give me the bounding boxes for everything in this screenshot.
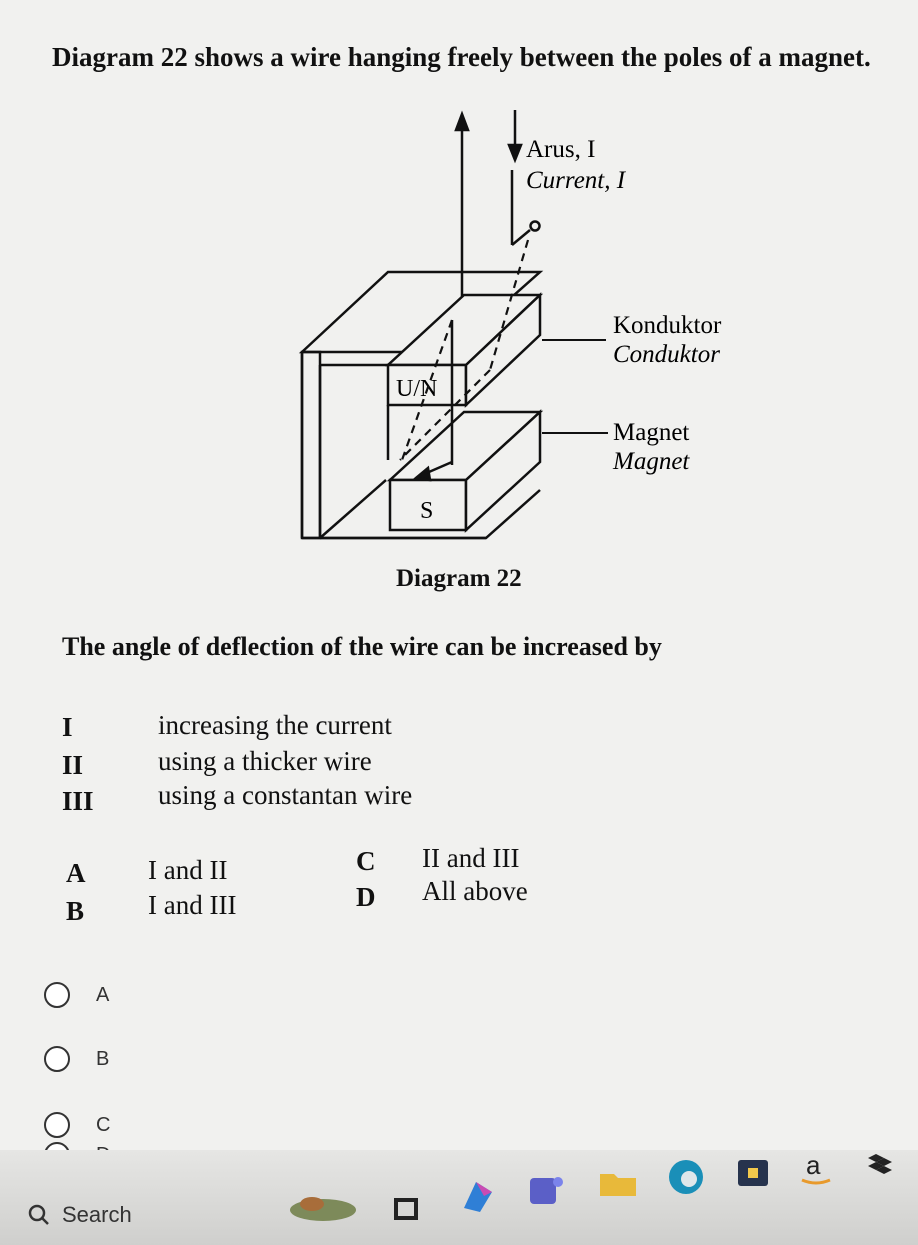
question-intro: Diagram 22 shows a wire hanging freely b… <box>52 42 871 72</box>
dropbox-icon[interactable] <box>860 1150 900 1186</box>
question-prompt: The angle of deflection of the wire can … <box>62 632 662 661</box>
radio-circle[interactable] <box>44 1046 70 1072</box>
answer-letter: B <box>66 896 85 926</box>
answer-letter: D <box>356 882 376 912</box>
answer-letter: A <box>66 858 86 888</box>
widgets-icon[interactable] <box>288 1192 358 1222</box>
option-label: B <box>96 1047 110 1070</box>
answer-text: I and II <box>148 855 228 885</box>
label-magnet-en: Magnet <box>612 448 690 475</box>
statement-text: using a constantan wire <box>158 780 413 810</box>
statement-text: using a thicker wire <box>158 746 372 776</box>
option-c-radio[interactable]: C <box>44 1112 110 1138</box>
radio-circle[interactable] <box>44 1112 70 1138</box>
statement-number: I <box>62 712 73 742</box>
magnet-wire-diagram: Arus, I Current, I U/N S <box>298 110 722 540</box>
label-konduktor: Konduktor <box>613 312 722 339</box>
south-pole-block <box>386 409 544 533</box>
teams-icon[interactable] <box>526 1172 566 1208</box>
label-arus: Arus, I <box>526 136 595 163</box>
search-icon <box>28 1204 49 1225</box>
statement-text: increasing the current <box>158 710 392 740</box>
option-b-radio[interactable]: B <box>44 1046 109 1072</box>
label-conduktor: Conduktor <box>613 341 720 368</box>
amazon-icon[interactable]: a <box>796 1150 836 1188</box>
search-label: Search <box>62 1202 132 1227</box>
north-pole-label: U/N <box>396 376 437 402</box>
wire <box>446 170 541 321</box>
folder-icon[interactable] <box>598 1166 638 1200</box>
answer-text: All above <box>422 876 528 906</box>
deflection-arrow <box>413 320 454 482</box>
copilot-icon[interactable] <box>458 1178 498 1214</box>
edge-icon[interactable] <box>665 1156 707 1196</box>
svg-text:a: a <box>806 1150 821 1180</box>
statement-number: II <box>62 750 84 780</box>
south-pole-label: S <box>420 498 433 524</box>
answer-text: I and III <box>148 890 237 920</box>
option-a-radio[interactable]: A <box>44 982 109 1008</box>
deflected-wire <box>399 239 530 461</box>
option-label: A <box>96 983 110 1006</box>
answer-text: II and III <box>422 843 520 873</box>
statement-number: III <box>62 786 94 816</box>
answer-letter: C <box>356 846 376 876</box>
diagram-caption: Diagram 22 <box>396 565 522 592</box>
store-icon[interactable] <box>734 1154 774 1190</box>
current-arrows <box>454 110 523 170</box>
option-label: C <box>96 1113 111 1136</box>
taskbar-search[interactable]: Search <box>28 1202 132 1228</box>
file-explorer-icon[interactable] <box>392 1196 422 1222</box>
taskbar: Search a <box>0 1150 918 1245</box>
radio-circle[interactable] <box>44 982 70 1008</box>
label-current: Current, I <box>526 167 627 194</box>
label-magnet-my: Magnet <box>613 419 689 446</box>
